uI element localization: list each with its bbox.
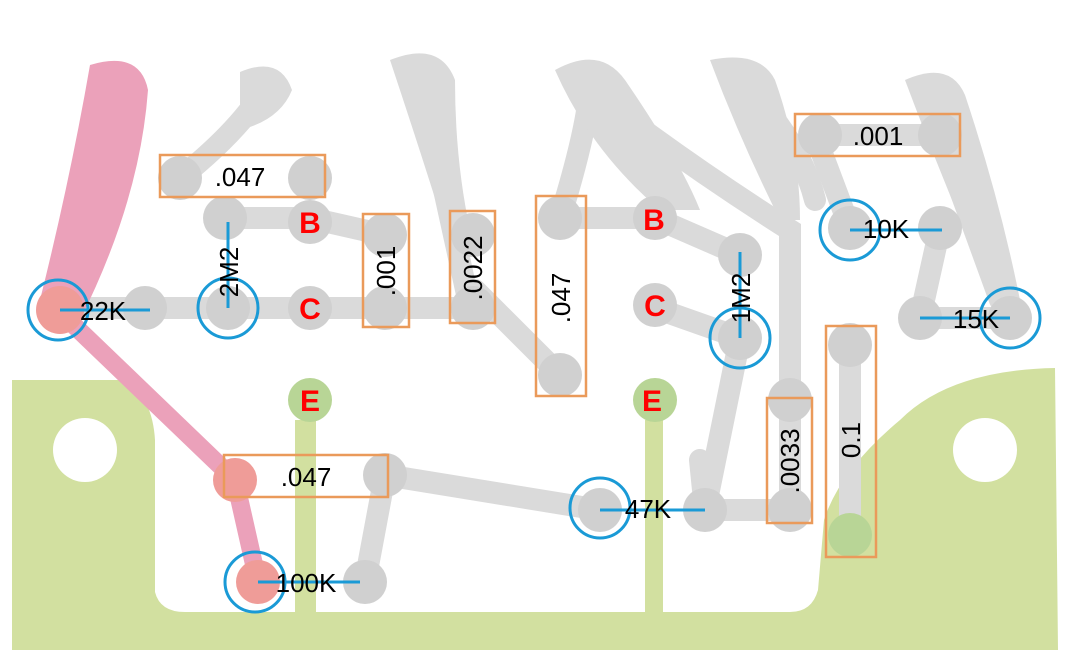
res-label-2m2: 2M2 — [214, 247, 244, 298]
capacitor-outlines — [158, 112, 962, 559]
emitter-pad-left — [288, 378, 332, 422]
res-label-22k: 22K — [80, 296, 127, 326]
cap-box-047-bottom — [222, 453, 390, 499]
emitter-pad-right — [633, 378, 677, 422]
pin-e-right: E — [642, 385, 662, 418]
cap-box-047-mid — [534, 194, 588, 398]
res-label-47k: 47K — [625, 494, 672, 524]
cap-box-047-top — [158, 153, 327, 199]
pin-b-left: B — [299, 207, 321, 240]
res-label-100k: 100K — [276, 568, 337, 598]
pin-c-right: C — [644, 290, 666, 323]
pin-b-right: B — [643, 204, 665, 237]
cap-box-001-left — [361, 212, 411, 329]
pads — [123, 113, 1032, 604]
mounting-hole-right — [953, 418, 1017, 482]
res-label-1m2: 1M2 — [726, 273, 756, 324]
cap-label-0022: .0022 — [458, 235, 488, 300]
cap-label-001-left: .001 — [371, 246, 401, 297]
cap-box-0022 — [448, 209, 497, 325]
ground-pad — [828, 513, 872, 557]
cap-label-001-right: .001 — [853, 121, 904, 151]
input-blob — [40, 60, 148, 321]
mounting-hole-left — [53, 418, 117, 482]
cap-label-0-1: 0.1 — [836, 422, 866, 458]
cap-label-047-mid: .047 — [546, 273, 576, 324]
cap-box-001-right — [793, 112, 962, 158]
cap-box-0-1 — [824, 324, 878, 559]
res-label-10k: 10K — [863, 214, 910, 244]
cap-label-047-bottom: .047 — [281, 462, 332, 492]
trace-blobs — [240, 53, 1020, 301]
res-label-15k: 15K — [953, 304, 1000, 334]
pin-c-left: C — [299, 293, 321, 326]
pin-e-left: E — [300, 385, 320, 418]
cap-box-0033 — [765, 396, 814, 525]
cap-label-047-top: .047 — [215, 162, 266, 192]
resistor-markers — [26, 198, 1042, 614]
cap-label-0033: .0033 — [775, 428, 805, 493]
